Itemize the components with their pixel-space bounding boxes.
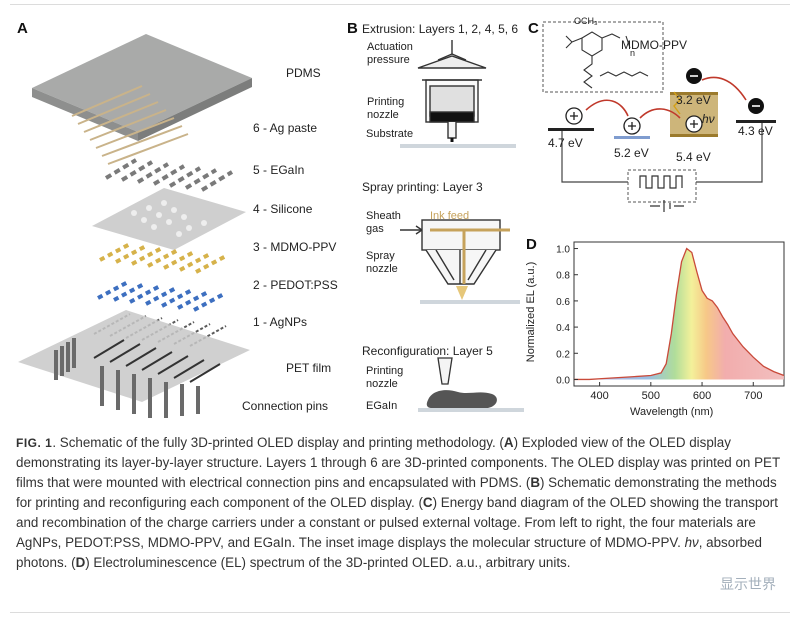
x-tick-label: 400 (590, 390, 608, 402)
photon-label: hν (702, 112, 715, 126)
level-egain: 4.3 eV (738, 124, 773, 138)
chart-xlabel: Wavelength (nm) (630, 406, 714, 418)
panel-c-letter: C (528, 20, 539, 37)
layer-label-pedot-pss: 2 - PEDOT:PSS (253, 278, 338, 292)
bottom-rule (10, 612, 790, 613)
substrate-label: Substrate (366, 128, 414, 140)
panel-a-exploded-view (18, 34, 252, 418)
layer-label-pdms: PDMS (286, 66, 321, 80)
panel-b-letter: B (347, 20, 358, 37)
layer-label-ag-paste: 6 - Ag paste (253, 121, 318, 135)
caption-text-5: , absorbed photons. ( (16, 535, 762, 570)
el-spectrum-chart: 400 500 600 700 0.0 0.2 0.4 0.6 0.8 1.0 (556, 241, 785, 402)
printing-nozzle-label-1: Printing (367, 96, 405, 108)
ink-feed-label: Ink feed (430, 210, 470, 222)
caption-text-2: ) Exploded view of the OLED display demo… (16, 435, 780, 490)
x-tick-label: 700 (744, 390, 762, 402)
layer-label-agnps: 1 - AgNPs (253, 315, 308, 329)
spray-nozzle-label-1: Spray (366, 250, 395, 262)
reconfig-schematic (418, 357, 524, 412)
caption-head: FIG. 1 (16, 436, 53, 450)
n-label: n (630, 48, 636, 58)
level-lumo: 3.2 eV (676, 93, 711, 107)
energy-band-diagram (548, 68, 776, 212)
actuation-label-1: Actuation (367, 41, 413, 53)
caption-text-3: ) Schematic demonstrating the methods fo… (16, 475, 777, 510)
y-tick-label: 0.8 (556, 271, 570, 282)
layer-label-mdmo-ppv: 3 - MDMO-PPV (253, 240, 337, 254)
spray-nozzle-label-2: nozzle (366, 263, 398, 275)
top-rule (10, 4, 790, 5)
printing-nozzle-label-2: nozzle (367, 109, 399, 121)
spectrum-line (574, 247, 785, 381)
extrusion-title: Extrusion: Layers 1, 2, 4, 5, 6 (362, 22, 519, 36)
spectrum-area (574, 248, 784, 380)
caption-text-6: ) Electroluminescence (EL) spectrum of t… (85, 555, 571, 570)
y-tick-label: 0.6 (556, 297, 570, 308)
figure-caption: FIG. 1. Schematic of the fully 3D-printe… (16, 433, 786, 573)
caption-ref-a: A (503, 435, 514, 450)
caption-ref-c: C (422, 495, 433, 510)
egain-label: EGaIn (366, 400, 398, 412)
spray-schematic (400, 219, 520, 304)
x-tick-label: 500 (642, 390, 660, 402)
layer-label-silicone: 4 - Silicone (253, 202, 313, 216)
molecule-inset (542, 21, 664, 93)
sheath-gas-label-2: gas (366, 223, 384, 235)
sheath-gas-label-1: Sheath (366, 210, 401, 222)
y-tick-label: 1.0 (556, 245, 570, 256)
chart-ylabel: Normalized EL (a.u.) (525, 261, 537, 363)
caption-hv: hν (684, 535, 699, 550)
watermark: 显示世界 (720, 576, 776, 592)
layer-label-egain: 5 - EGaIn (253, 163, 305, 177)
reconfig-title: Reconfiguration: Layer 5 (362, 344, 493, 358)
spray-title: Spray printing: Layer 3 (362, 180, 483, 194)
level-pedot: 5.2 eV (614, 146, 649, 160)
molecule-name: MDMO-PPV (621, 38, 687, 52)
y-tick-label: 0.2 (556, 349, 570, 360)
chart-frame (573, 241, 785, 387)
printing-nozzle2-label-2: nozzle (366, 378, 398, 390)
layer-label-connection-pins: Connection pins (242, 399, 329, 413)
caption-text-1: . Schematic of the fully 3D-printed OLED… (52, 435, 504, 450)
panel-a-letter: A (17, 20, 28, 37)
y-tick-label: 0.4 (556, 323, 570, 334)
printing-nozzle2-label-1: Printing (366, 365, 404, 377)
y-tick-label: 0.0 (556, 375, 570, 386)
layer-label-pet-film: PET film (286, 361, 332, 375)
x-tick-label: 600 (693, 390, 711, 402)
panel-d-letter: D (526, 236, 537, 253)
level-agnps: 4.7 eV (548, 136, 583, 150)
caption-ref-d: D (75, 555, 86, 570)
actuation-label-2: pressure (367, 54, 410, 66)
level-homo: 5.4 eV (676, 150, 711, 164)
extrusion-schematic (400, 40, 516, 148)
caption-text-4: ) Energy band diagram of the OLED showin… (16, 495, 778, 550)
och3-label: OCH₃ (574, 16, 598, 26)
caption-ref-b: B (530, 475, 540, 490)
